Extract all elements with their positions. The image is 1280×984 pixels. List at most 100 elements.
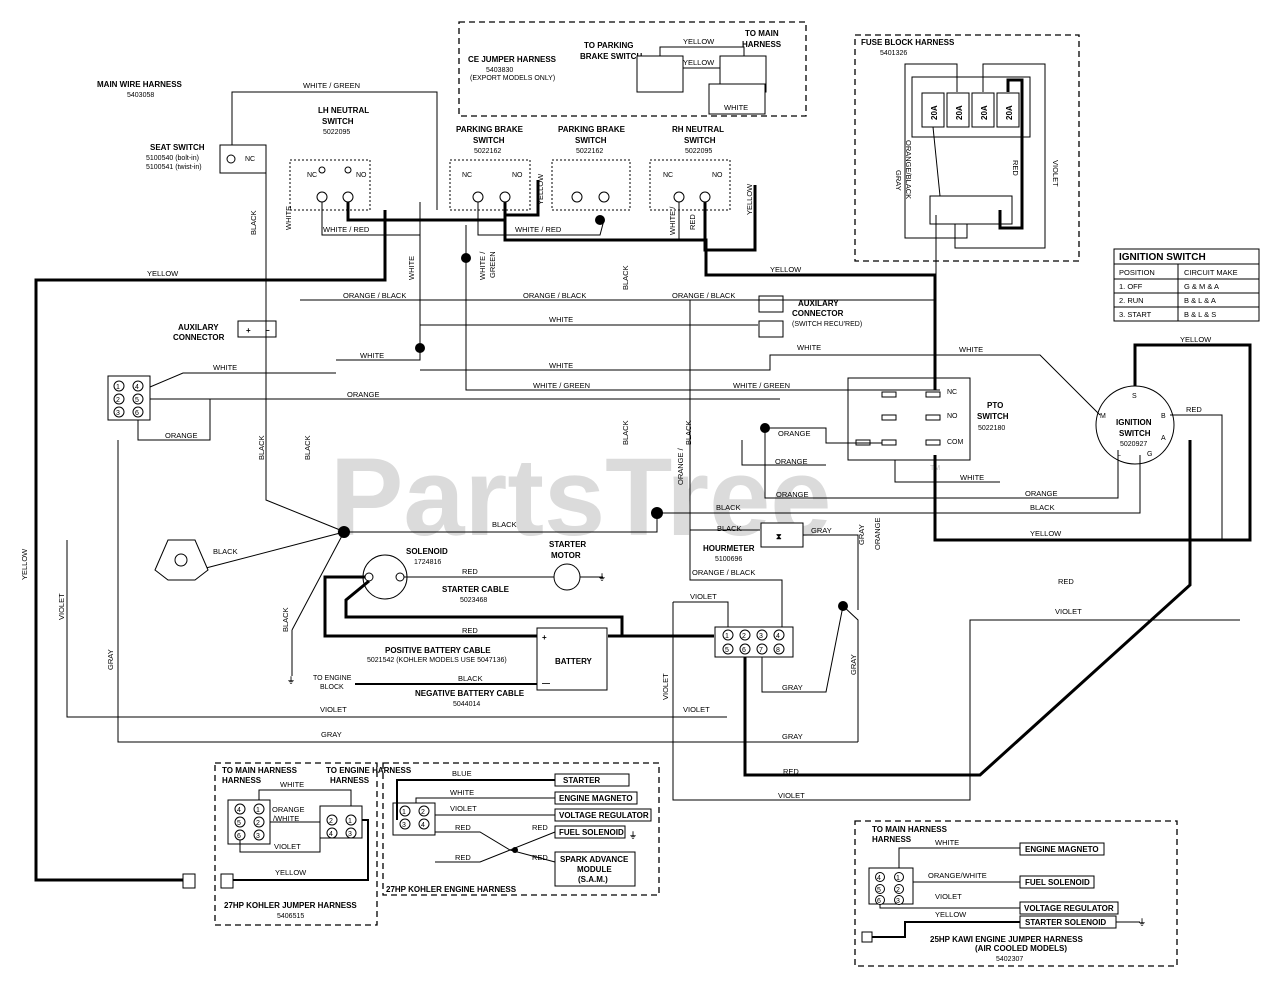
kawi-pin-3-label: 3 xyxy=(896,898,900,905)
center-8pin-6-label: 6 xyxy=(742,647,746,654)
center-8pin-5-label: 5 xyxy=(725,647,729,654)
ke-red-label-3: RED xyxy=(532,823,548,832)
kawi-note: (AIR COOLED MODELS) xyxy=(975,944,1067,953)
pto-contact-2 xyxy=(925,391,941,398)
ignition-table-row-3-circuit: B & L & S xyxy=(1184,310,1216,319)
wire-white-green-drop xyxy=(465,225,940,391)
kawi-to-main: TO MAIN HARNESS xyxy=(872,825,948,834)
lh-neutral-term-3 xyxy=(318,166,326,174)
fuse-wire-orange-black xyxy=(932,126,941,197)
white-green-right-label: WHITE / GREEN xyxy=(733,381,790,390)
left-6pin-3-label: 3 xyxy=(116,410,120,417)
ignition-pin-m: M xyxy=(1100,413,1106,420)
wire-yellow-rh-label: YELLOW xyxy=(770,265,802,274)
neg-cable-title: NEGATIVE BATTERY CABLE xyxy=(415,689,525,698)
aux-right-title-2: CONNECTOR xyxy=(792,309,844,318)
pto-contact-7 xyxy=(925,439,941,446)
ground-icon: ⏚ xyxy=(287,676,295,685)
center-8pin-3-label: 3 xyxy=(759,633,763,640)
gray-low-label: GRAY xyxy=(782,683,803,692)
wire-black-center xyxy=(344,513,658,533)
pto-part: 5022180 xyxy=(978,425,1005,432)
park1-title: PARKING BRAKE xyxy=(456,125,524,134)
ke-out-starter-label: STARTER xyxy=(563,776,600,785)
ke-pin-1-label: 1 xyxy=(402,809,406,816)
black-lower-label: BLACK xyxy=(281,607,290,632)
rh-neutral-term-2 xyxy=(699,191,711,203)
kawi-end-connector xyxy=(861,931,873,943)
left-6pin-2 xyxy=(113,393,125,405)
left-6pin-6-label: 6 xyxy=(135,410,139,417)
kawi-to-main-2: HARNESS xyxy=(872,835,912,844)
kawi-violet-label: VIOLET xyxy=(935,892,962,901)
pos-cable-red-label: RED xyxy=(462,626,478,635)
ke-pin-2 xyxy=(418,805,430,817)
park1-switch xyxy=(449,159,531,211)
kawi-pin-5 xyxy=(875,884,885,894)
ke-pin-3-label: 3 xyxy=(402,822,406,829)
kawi-pin-2-label: 2 xyxy=(896,887,900,894)
wire-white-red-1 xyxy=(321,202,420,236)
black-pto-label: BLACK xyxy=(716,503,741,512)
rh-neutral-yellow-label: YELLOW xyxy=(745,183,754,215)
center-8pin-1 xyxy=(722,629,734,641)
ke-out-magneto-label: ENGINE MAGNETO xyxy=(559,794,633,803)
ce-wire-yellow-1 xyxy=(659,46,745,56)
black-center2-label: BLACK xyxy=(621,420,630,445)
ke-wire-blue xyxy=(396,779,555,820)
park1-part: 5022162 xyxy=(474,148,501,155)
center-8pin-6 xyxy=(739,643,751,655)
center-8pin-7 xyxy=(756,643,768,655)
kawi-pin-5-label: 5 xyxy=(877,887,881,894)
park2-part: 5022162 xyxy=(576,148,603,155)
ignition-table-row-2-circuit: B & L & A xyxy=(1184,296,1216,305)
ce-harness-part: 5403830 xyxy=(486,67,513,74)
orange-ign-label: ORANGE xyxy=(1025,489,1058,498)
wire-orange-short xyxy=(137,399,211,441)
white-right-label-1: WHITE xyxy=(549,361,573,370)
kawi-pin-1 xyxy=(894,872,904,882)
left-6pin-1 xyxy=(113,380,125,392)
solenoid-red-cable xyxy=(344,579,624,636)
orange-vert-label: ORANGE xyxy=(873,517,882,550)
park1-no: NO xyxy=(512,172,523,179)
ke-blue-label: BLUE xyxy=(452,769,472,778)
kj-eng-2 xyxy=(326,814,338,826)
fuse-4-label: 20A xyxy=(1005,105,1014,120)
starter-ground-icon: ⏚ xyxy=(598,573,606,582)
kj-to-main: TO MAIN HARNESS xyxy=(222,766,298,775)
ke-white-label: WHITE xyxy=(450,788,474,797)
center-8pin-2 xyxy=(739,629,751,641)
kawi-out-regulator-label: VOLTAGE REGULATOR xyxy=(1024,904,1114,913)
kj-main-2-label: 2 xyxy=(256,820,260,827)
kawi-pin-6-label: 6 xyxy=(877,898,881,905)
main-harness-part: 5403058 xyxy=(127,92,154,99)
ignition-table-row-1-pos: 1. OFF xyxy=(1119,282,1143,291)
black-center-label: BLACK xyxy=(621,265,630,290)
rh-neutral-term-1 xyxy=(673,191,685,203)
lh-neutral-term-2 xyxy=(342,191,354,203)
violet-left-label: VIOLET xyxy=(57,593,66,620)
white-aux-label: WHITE xyxy=(549,315,573,324)
white-right-label-2: WHITE xyxy=(797,343,821,352)
ke-red-label-4: RED xyxy=(532,853,548,862)
kj-eng-3-label: 3 xyxy=(348,831,352,838)
fuse-wire-violet xyxy=(954,63,1046,249)
violet-bottom-label: VIOLET xyxy=(320,705,347,714)
wire-orange-black-hour xyxy=(689,300,783,627)
kawi-pin-4-label: 4 xyxy=(877,875,881,882)
park2-term-2 xyxy=(598,191,610,203)
wire-yellow-rh-neutral xyxy=(703,185,757,252)
kj-to-engine: TO ENGINE HARNESS xyxy=(326,766,412,775)
white-green-mid-label: WHITE / GREEN xyxy=(533,381,590,390)
wire-black-seat xyxy=(265,160,346,533)
kawi-out-fuel xyxy=(1019,875,1095,889)
park1-term-1 xyxy=(472,191,484,203)
ke-out-magneto xyxy=(554,791,638,805)
center-8pin-8 xyxy=(773,643,785,655)
ke-wire-red-1 xyxy=(435,831,556,851)
wire-orange-pto xyxy=(765,427,882,444)
engine-block-label: TO ENGINE xyxy=(313,675,352,682)
aux-left-title: AUXILARY xyxy=(178,323,219,332)
orange-short-label: ORANGE xyxy=(165,431,198,440)
